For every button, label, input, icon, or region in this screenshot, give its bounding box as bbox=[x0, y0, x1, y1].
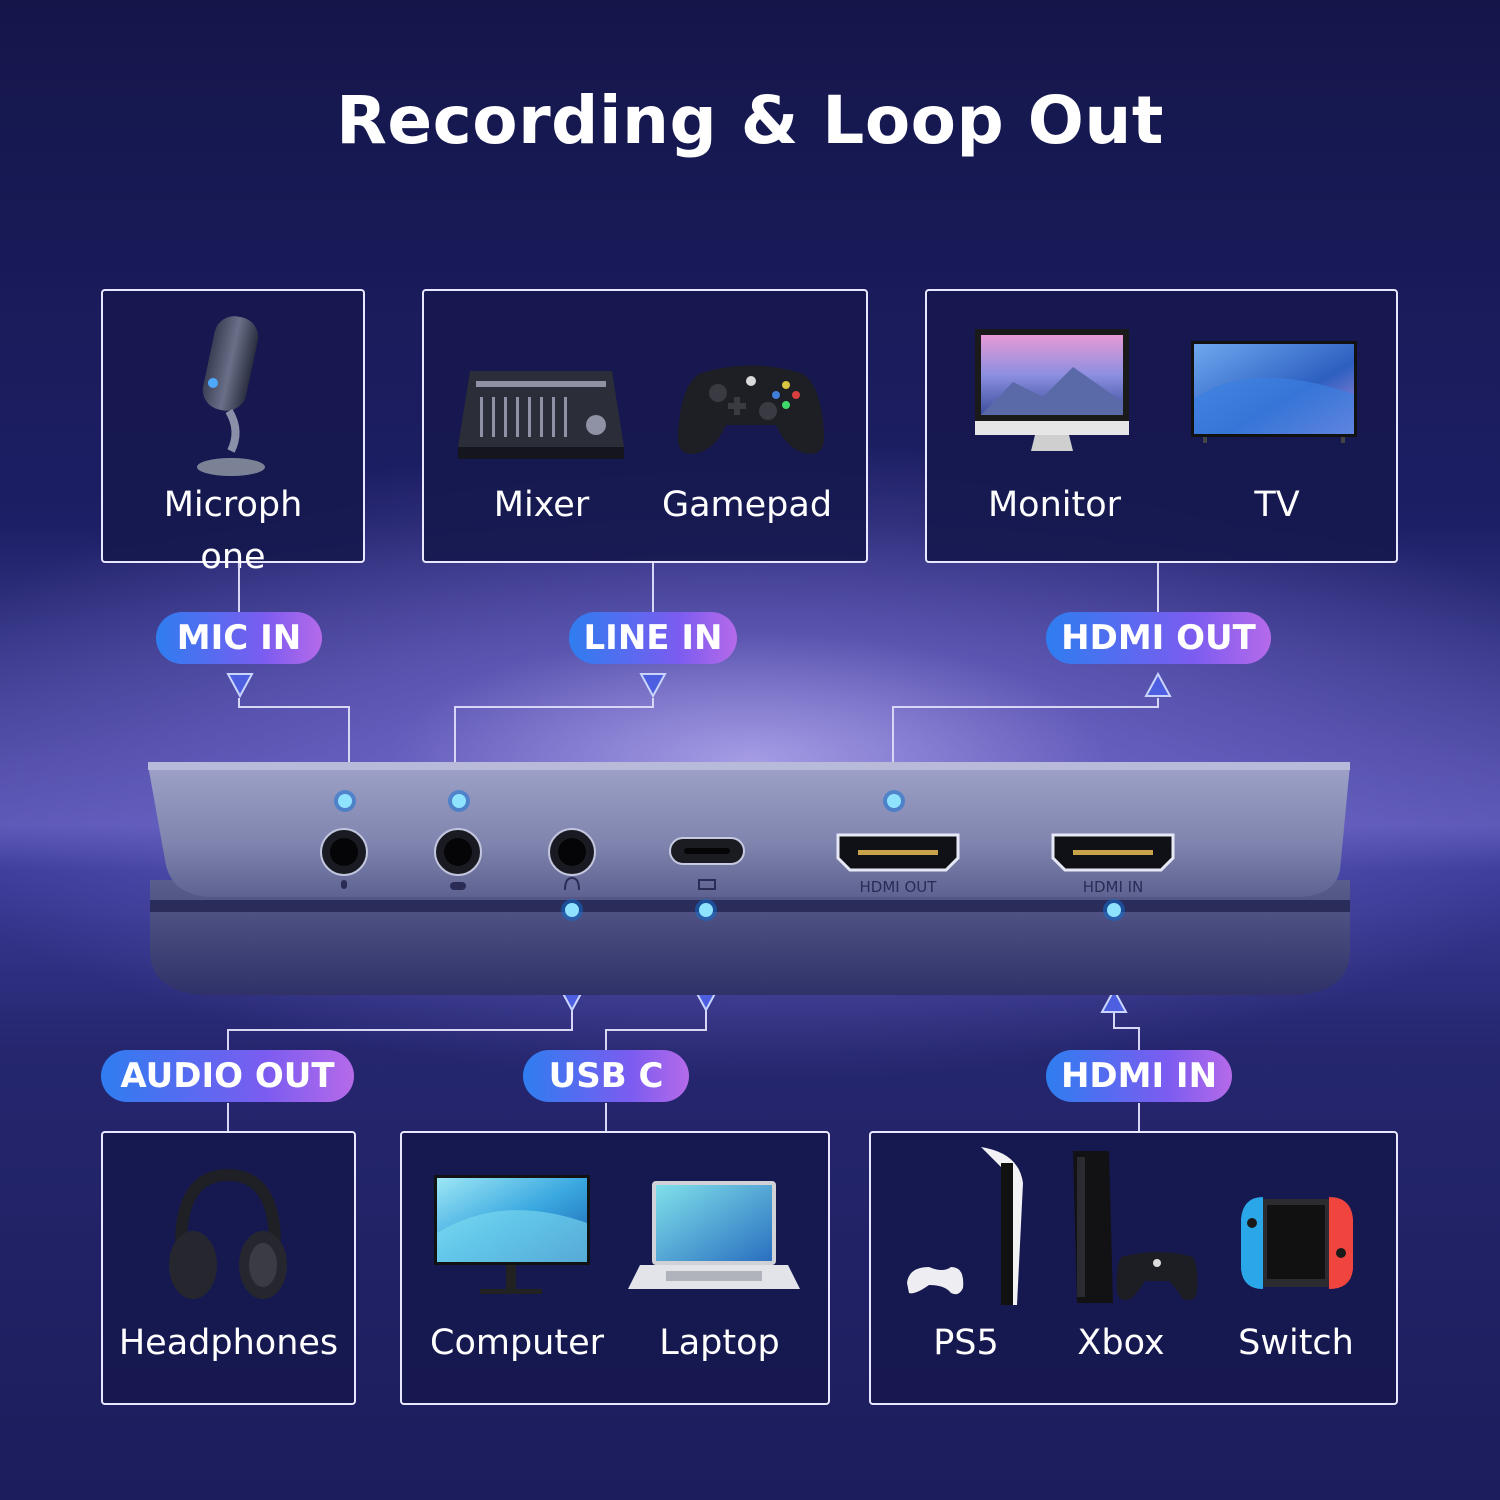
mixer-icon bbox=[458, 371, 624, 459]
port-label-hdmi-in: HDMI IN bbox=[1082, 878, 1144, 896]
xbox-icon bbox=[1073, 1151, 1198, 1303]
ps5-icon bbox=[907, 1147, 1023, 1305]
card-headphones: Headphones bbox=[101, 1131, 356, 1405]
device-label: Headphones bbox=[118, 1323, 339, 1363]
laptop-icon bbox=[628, 1181, 800, 1289]
device-label: PS5 bbox=[933, 1323, 999, 1363]
card-usb-devices: Computer Laptop bbox=[400, 1131, 830, 1405]
gamepad-icon bbox=[677, 365, 825, 454]
device-label: TV bbox=[1254, 485, 1300, 525]
device-label: Xbox bbox=[1077, 1323, 1165, 1363]
arrow-down-icon bbox=[639, 673, 667, 699]
headphones-icon bbox=[169, 1168, 287, 1299]
port-pill-hdmi-out: HDMI OUT bbox=[1046, 612, 1271, 664]
device-label: Laptop bbox=[659, 1323, 780, 1363]
port-pill-mic-in: MIC IN bbox=[156, 612, 322, 664]
port-label-hdmi-out: HDMI OUT bbox=[859, 878, 937, 896]
arrow-down-icon bbox=[226, 673, 254, 699]
arrow-down-icon bbox=[558, 987, 586, 1013]
device-label: Computer bbox=[430, 1323, 604, 1363]
switch-icon bbox=[1241, 1197, 1353, 1289]
arrow-up-icon bbox=[1100, 987, 1128, 1013]
port-pill-line-in: LINE IN bbox=[569, 612, 737, 664]
device-label: Monitor bbox=[987, 485, 1122, 525]
port-pill-usb-c: USB C bbox=[523, 1050, 689, 1102]
card-line-devices: Mixer Gamepad bbox=[422, 289, 868, 563]
card-console-devices: PS5 Xbox Switch bbox=[869, 1131, 1398, 1405]
device-label: Switch bbox=[1238, 1323, 1354, 1363]
card-microphone: Microph one bbox=[101, 289, 365, 577]
card-display-devices: Monitor TV bbox=[925, 289, 1398, 563]
port-pill-hdmi-in: HDMI IN bbox=[1046, 1050, 1232, 1102]
device-label: Gamepad bbox=[661, 485, 833, 525]
monitor-icon bbox=[975, 329, 1129, 451]
port-pill-audio-out: AUDIO OUT bbox=[101, 1050, 354, 1102]
computer-icon bbox=[434, 1175, 590, 1294]
arrow-up-icon bbox=[1144, 671, 1172, 697]
tv-icon bbox=[1191, 341, 1357, 443]
arrow-down-icon bbox=[692, 987, 720, 1013]
device-label: Mixer bbox=[493, 485, 590, 525]
device-label: Microph one bbox=[163, 485, 303, 577]
microphone-icon bbox=[197, 316, 265, 476]
page-title: Recording & Loop Out bbox=[336, 82, 1164, 159]
